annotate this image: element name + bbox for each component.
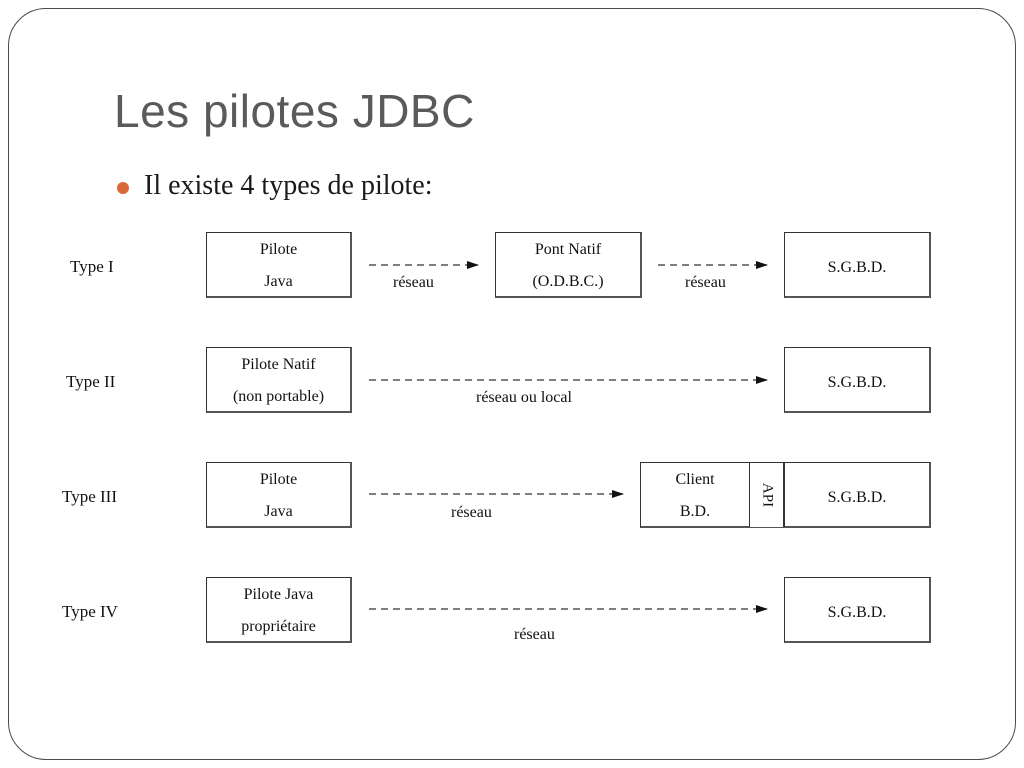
sgbd-label: S.G.B.D.: [827, 259, 887, 276]
slide-title: Les pilotes JDBC: [114, 85, 475, 137]
client-line2: B.D.: [679, 503, 711, 520]
client-sgbd-box-type3: Client B.D. API S.G.B.D.: [640, 462, 931, 528]
client-line1: Client: [675, 471, 715, 488]
driver-line2: propriétaire: [241, 618, 316, 635]
driver-line1: Pilote: [259, 241, 298, 258]
driver-box-type4: Pilote Java propriétaire: [206, 577, 352, 643]
bridge-line2: (O.D.B.C.): [532, 273, 604, 290]
sgbd-label: S.G.B.D.: [827, 604, 887, 621]
driver-line1: Pilote: [259, 471, 298, 488]
connection-label-type1-a: réseau: [393, 274, 434, 291]
connection-label-type1-b: réseau: [685, 274, 726, 291]
driver-line1: Pilote Natif: [241, 356, 316, 373]
type-label-1: Type I: [70, 257, 114, 276]
sgbd-box-type1: S.G.B.D.: [784, 232, 931, 298]
api-cell: API: [749, 463, 785, 527]
sgbd-box-type2: S.G.B.D.: [784, 347, 931, 413]
sgbd-label: S.G.B.D.: [827, 374, 887, 391]
connection-label-type2: réseau ou local: [476, 389, 572, 406]
bridge-line1: Pont Natif: [534, 241, 602, 258]
driver-line1: Pilote Java: [243, 586, 314, 603]
type-label-3: Type III: [62, 487, 117, 506]
sgbd-box-type4: S.G.B.D.: [784, 577, 931, 643]
sgbd-label: S.G.B.D.: [827, 489, 887, 506]
driver-box-type1: Pilote Java: [206, 232, 352, 298]
driver-box-type3: Pilote Java: [206, 462, 352, 528]
type-label-4: Type IV: [62, 602, 118, 621]
connection-label-type3: réseau: [451, 504, 492, 521]
type-label-2: Type II: [66, 372, 116, 391]
bridge-box-type1: Pont Natif (O.D.B.C.): [495, 232, 642, 298]
driver-box-type2: Pilote Natif (non portable): [206, 347, 352, 413]
api-label: API: [759, 482, 775, 508]
driver-line2: (non portable): [232, 388, 325, 405]
driver-line2: Java: [264, 503, 293, 520]
driver-line2: Java: [264, 273, 293, 290]
connection-label-type4: réseau: [514, 626, 555, 643]
bullet-text: Il existe 4 types de pilote:: [144, 170, 433, 201]
bullet-dot-icon: [117, 182, 129, 194]
